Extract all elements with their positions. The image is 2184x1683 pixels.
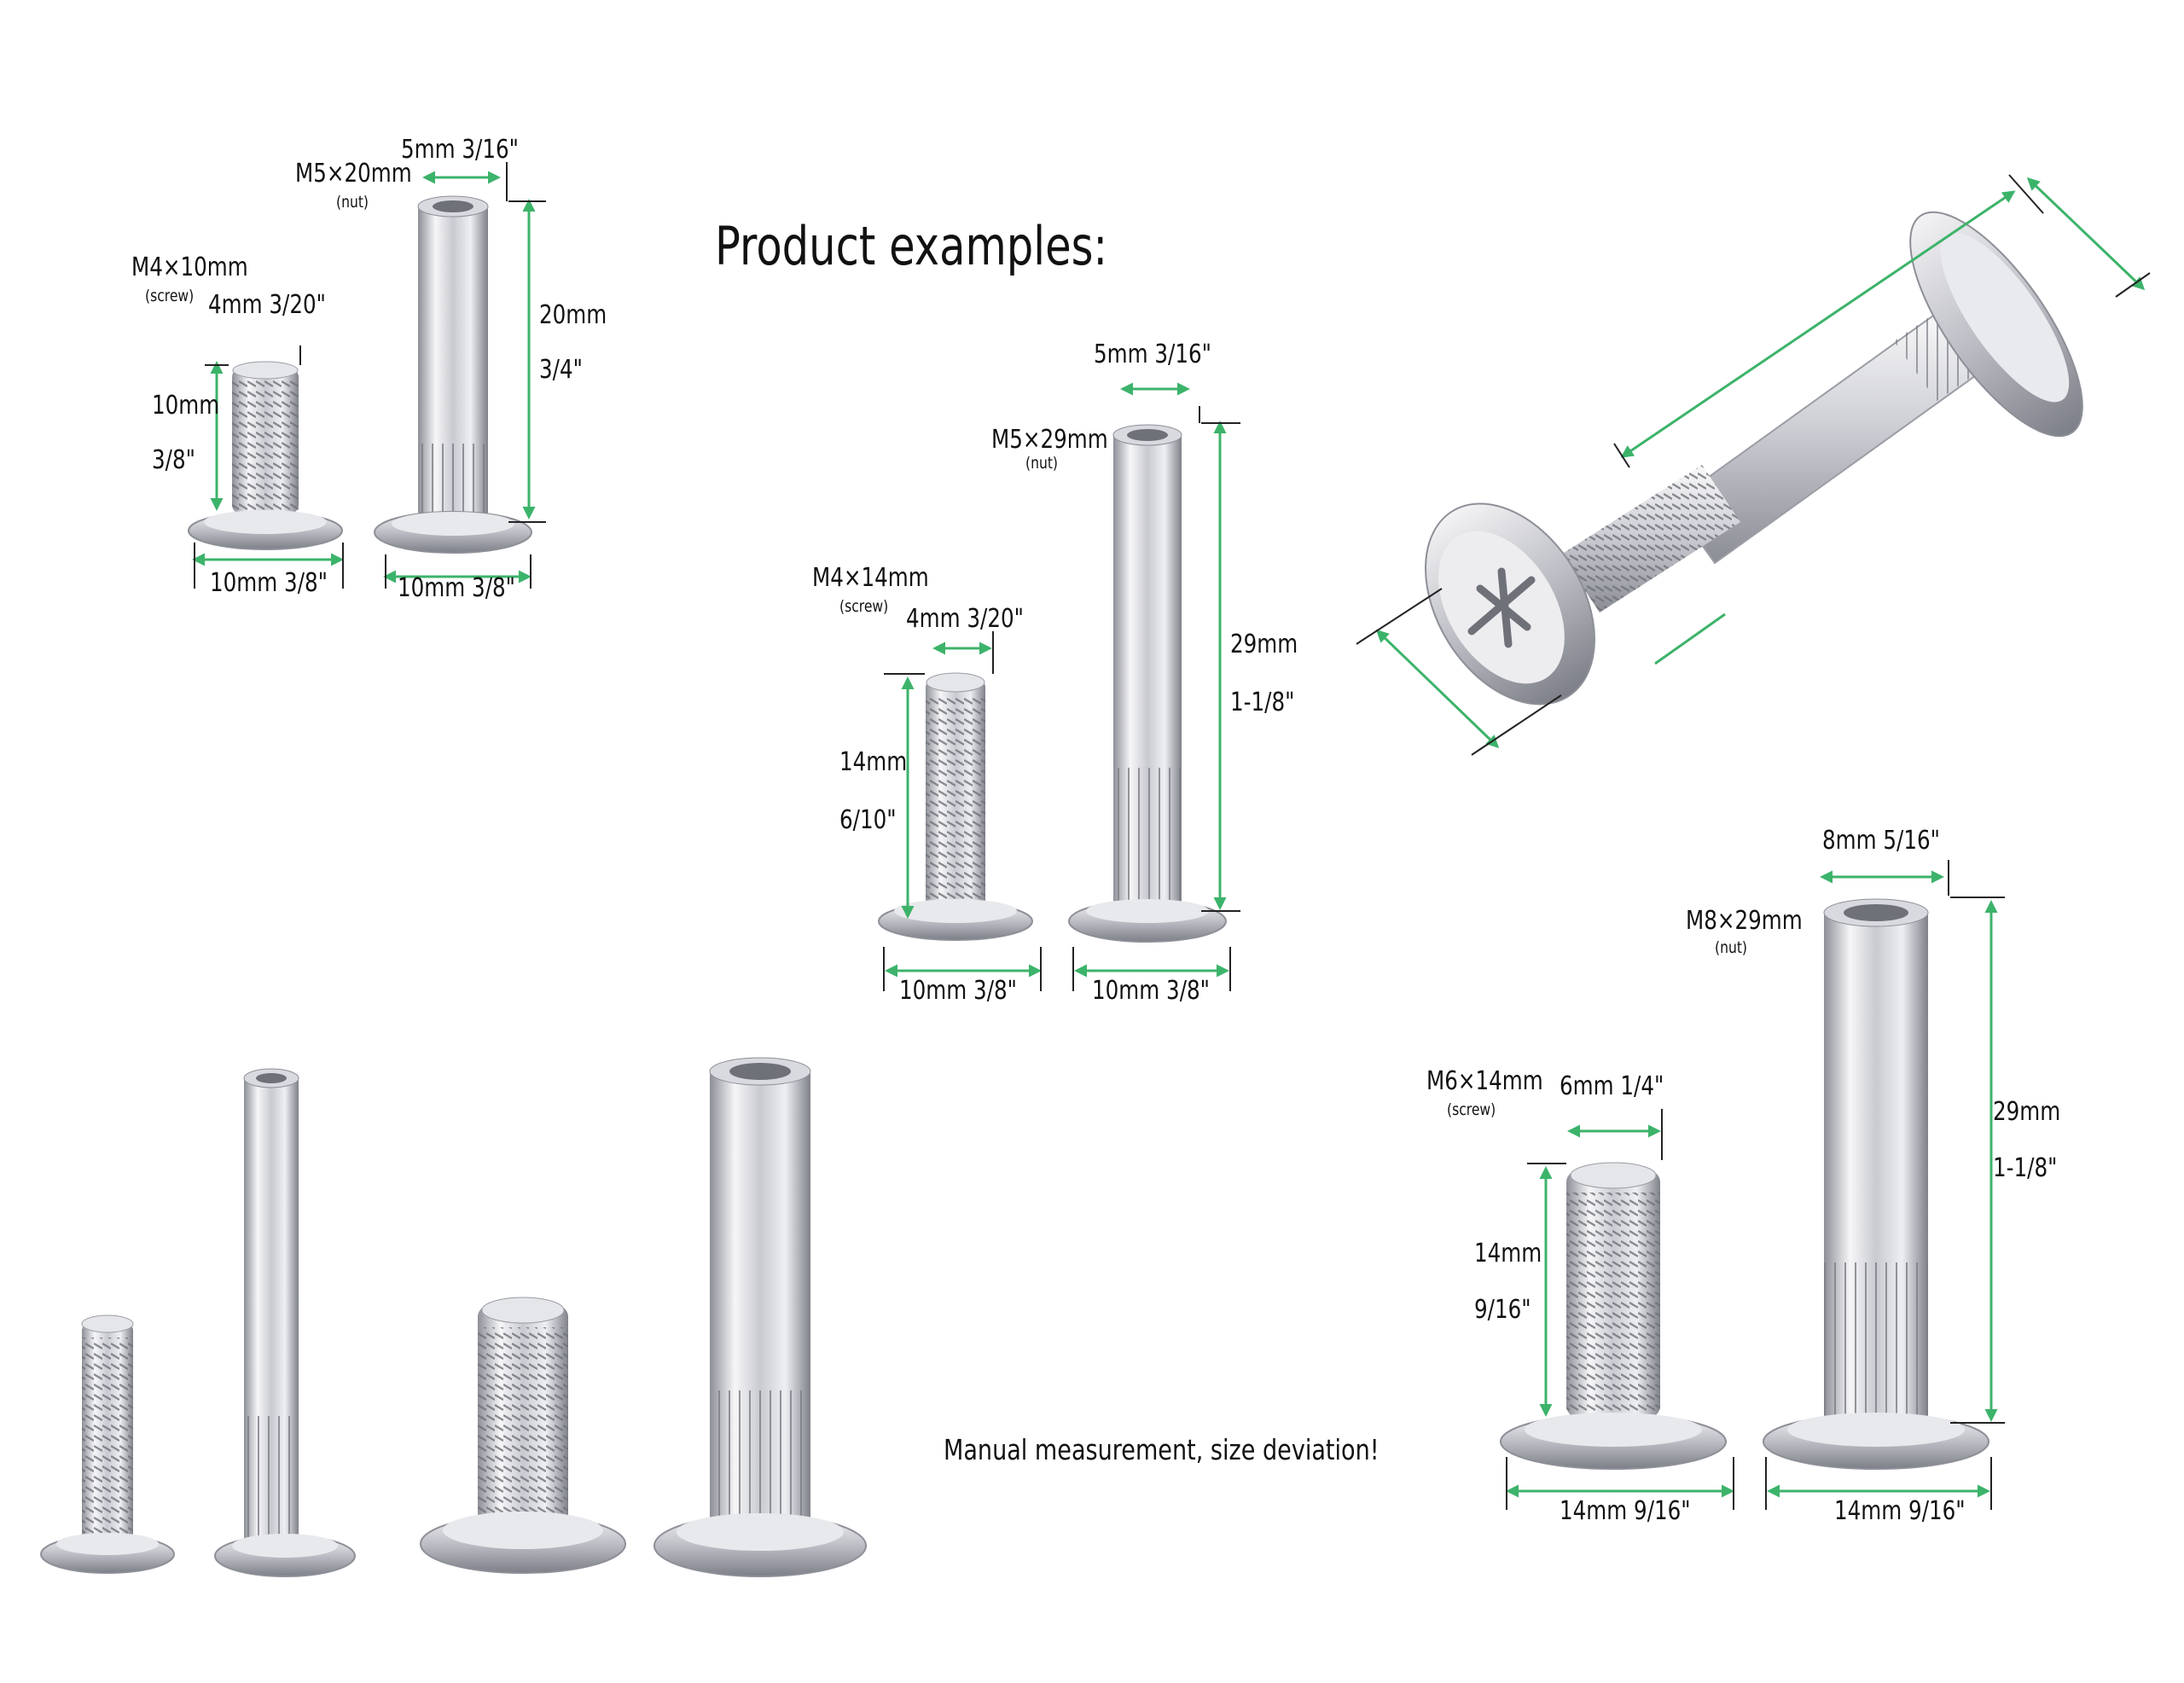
set1-screw-length-mm: 10mm — [152, 391, 220, 421]
heading: Product examples: — [715, 215, 1108, 277]
set2-screw-length-in: 6/10" — [839, 805, 897, 835]
set1-nut — [374, 195, 532, 554]
set3-screw-tag: (screw) — [1447, 1100, 1496, 1119]
set1-screw-tag: (screw) — [145, 287, 195, 305]
set1-screw — [188, 361, 343, 550]
set1-screw-length-in: 3/8" — [152, 445, 195, 475]
set1-nut-length-mm: 20mm — [539, 300, 607, 330]
set2-screw-tag: (screw) — [839, 597, 889, 616]
lineup-m8-nut — [653, 1057, 867, 1577]
set2-screw-length-mm: 14mm — [839, 747, 908, 777]
set3-nut-diameter: 8mm 5/16" — [1822, 826, 1940, 856]
set1-nut-length-in: 3/4" — [539, 355, 583, 385]
set1-screw-head: 10mm 3/8" — [210, 568, 328, 598]
set2-extension-lines — [883, 406, 1240, 991]
set3-nut-length-mm: 29mm — [1993, 1097, 2061, 1127]
set3-screw-size: M6×14mm — [1426, 1066, 1543, 1096]
set2-nut-diameter: 5mm 3/16" — [1094, 340, 1211, 369]
assembled-sleeve-nut — [1670, 211, 2083, 565]
set1-nut-diameter: 5mm 3/16" — [401, 135, 519, 165]
set2-screw — [878, 672, 1033, 941]
set1-screw-size: M4×10mm — [131, 252, 248, 282]
set2-nut-length-in: 1-1/8" — [1230, 688, 1295, 717]
lineup-m6-screw — [420, 1297, 626, 1574]
set1-extension-lines — [194, 162, 546, 589]
set3-screw-diameter: 6mm 1/4" — [1560, 1071, 1664, 1101]
set3-screw-head: 14mm 9/16" — [1560, 1496, 1691, 1526]
set2-screw-size: M4×14mm — [812, 563, 929, 593]
lineup-m5-nut — [214, 1068, 356, 1577]
set1-screw-diameter: 4mm 3/20" — [208, 290, 326, 320]
set3-screw — [1500, 1162, 1727, 1470]
set1-nut-tag: (nut) — [336, 193, 369, 212]
set1-nut-size: M5×20mm — [295, 159, 412, 189]
set2-nut — [1068, 424, 1227, 943]
set2-nut-size: M5×29mm — [991, 425, 1108, 455]
set2-nut-head: 10mm 3/8" — [1092, 976, 1210, 1006]
set3-nut-length-in: 1-1/8" — [1993, 1153, 2058, 1183]
set1-nut-head: 10mm 3/8" — [398, 573, 515, 603]
set3-extension-lines — [1506, 860, 2005, 1510]
set1-dimension-lines — [192, 171, 536, 583]
assembled-dimension-lines — [1375, 177, 2146, 749]
set3-nut-size: M8×29mm — [1686, 906, 1803, 936]
set2-screw-diameter: 4mm 3/20" — [906, 604, 1024, 634]
assembled-extension-lines — [1356, 174, 2151, 756]
set3-screw-length-in: 9/16" — [1474, 1295, 1531, 1325]
set2-nut-length-mm: 29mm — [1230, 630, 1298, 659]
lineup-m4-screw — [40, 1314, 175, 1574]
set3-dimension-lines — [1506, 870, 1998, 1498]
set3-nut-head: 14mm 9/16" — [1834, 1496, 1966, 1526]
set3-nut-tag: (nut) — [1715, 938, 1748, 957]
set2-screw-head: 10mm 3/8" — [899, 976, 1017, 1006]
set2-dimension-lines — [885, 382, 1229, 978]
set3-screw-length-mm: 14mm — [1474, 1239, 1542, 1268]
set2-nut-tag: (nut) — [1025, 454, 1059, 473]
measurement-note: Manual measurement, size deviation! — [944, 1433, 1380, 1466]
set3-nut — [1763, 898, 1989, 1470]
